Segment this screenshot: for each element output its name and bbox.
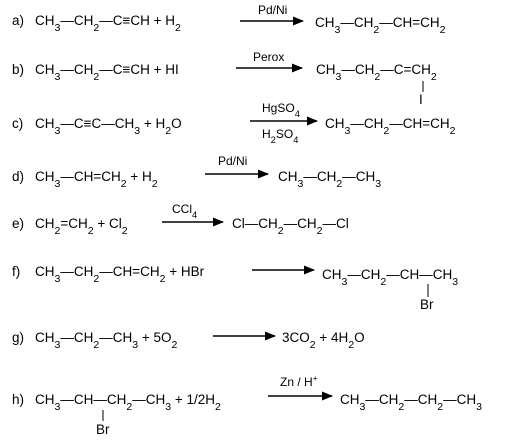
reaction-g: g) CH3—CH2—CH3 + 5O2 3CO2 + 4H2O: [12, 330, 365, 351]
substituent: Br: [96, 422, 110, 437]
product: Cl—CH2—CH2—Cl: [232, 216, 349, 237]
reaction-label: d): [12, 169, 24, 184]
reactant: CH3—CH2—CH=CH2 + HBr: [35, 264, 205, 285]
condition-above: HgSO4: [262, 101, 300, 119]
reaction-label: c): [12, 116, 23, 131]
reactant: CH2=CH2 + Cl2: [35, 216, 128, 237]
reaction-label: b): [12, 62, 24, 77]
reactant: CH3—CH—CH2—CH3 + 1/2H2: [35, 392, 221, 413]
condition-above: Zn / H+: [280, 373, 318, 389]
product: 3CO2 + 4H2O: [282, 330, 365, 351]
condition-above: CCl4: [172, 202, 197, 220]
condition-below: H2SO4: [262, 127, 298, 145]
reaction-d: d) CH3—CH=CH2 + H2 Pd/Ni CH3—CH2—CH3: [12, 154, 381, 190]
reaction-label: f): [12, 264, 20, 279]
product: CH3—CH2—CH=CH2: [315, 15, 446, 36]
reaction-label: e): [12, 216, 24, 231]
reaction-a: a) CH3—CH2—C≡CH + H2 Pd/Ni CH3—CH2—CH=CH…: [12, 3, 446, 36]
reaction-f: f) CH3—CH2—CH=CH2 + HBr CH3—CH2—CH—CH3 B…: [12, 264, 458, 312]
reaction-label: a): [12, 13, 24, 28]
reactant: CH3—C≡C—CH3 + H2O: [35, 116, 182, 137]
reaction-b: b) CH3—CH2—C≡CH + HI Perox CH3—CH2—C=CH2…: [12, 50, 437, 107]
condition-above: Perox: [253, 50, 284, 64]
substituent: I: [419, 92, 423, 107]
condition-above: Pd/Ni: [258, 3, 287, 17]
condition-above: Pd/Ni: [218, 154, 247, 168]
product: CH3—CH2—CH—CH3: [322, 267, 458, 288]
product: CH3—CH2—CH=CH2: [325, 116, 456, 137]
substituent: Br: [420, 297, 434, 312]
reactant: CH3—CH2—CH3 + 5O2: [35, 330, 177, 351]
reaction-c: c) CH3—C≡C—CH3 + H2O HgSO4 H2SO4 CH3—CH2…: [12, 101, 456, 145]
reaction-label: h): [12, 392, 24, 407]
reactant: CH3—CH2—C≡CH + H2: [35, 13, 181, 34]
reaction-e: e) CH2=CH2 + Cl2 CCl4 Cl—CH2—CH2—Cl: [12, 202, 349, 237]
reactant: CH3—CH=CH2 + H2: [35, 169, 158, 190]
reaction-label: g): [12, 330, 24, 345]
product: CH3—CH2—CH2—CH3: [340, 392, 482, 413]
reactant: CH3—CH2—C≡CH + HI: [35, 62, 179, 83]
product: CH3—CH2—CH3: [278, 169, 381, 190]
reaction-h: h) CH3—CH—CH2—CH3 + 1/2H2 Br Zn / H+ CH3…: [12, 373, 482, 437]
product: CH3—CH2—C=CH2: [316, 62, 437, 83]
